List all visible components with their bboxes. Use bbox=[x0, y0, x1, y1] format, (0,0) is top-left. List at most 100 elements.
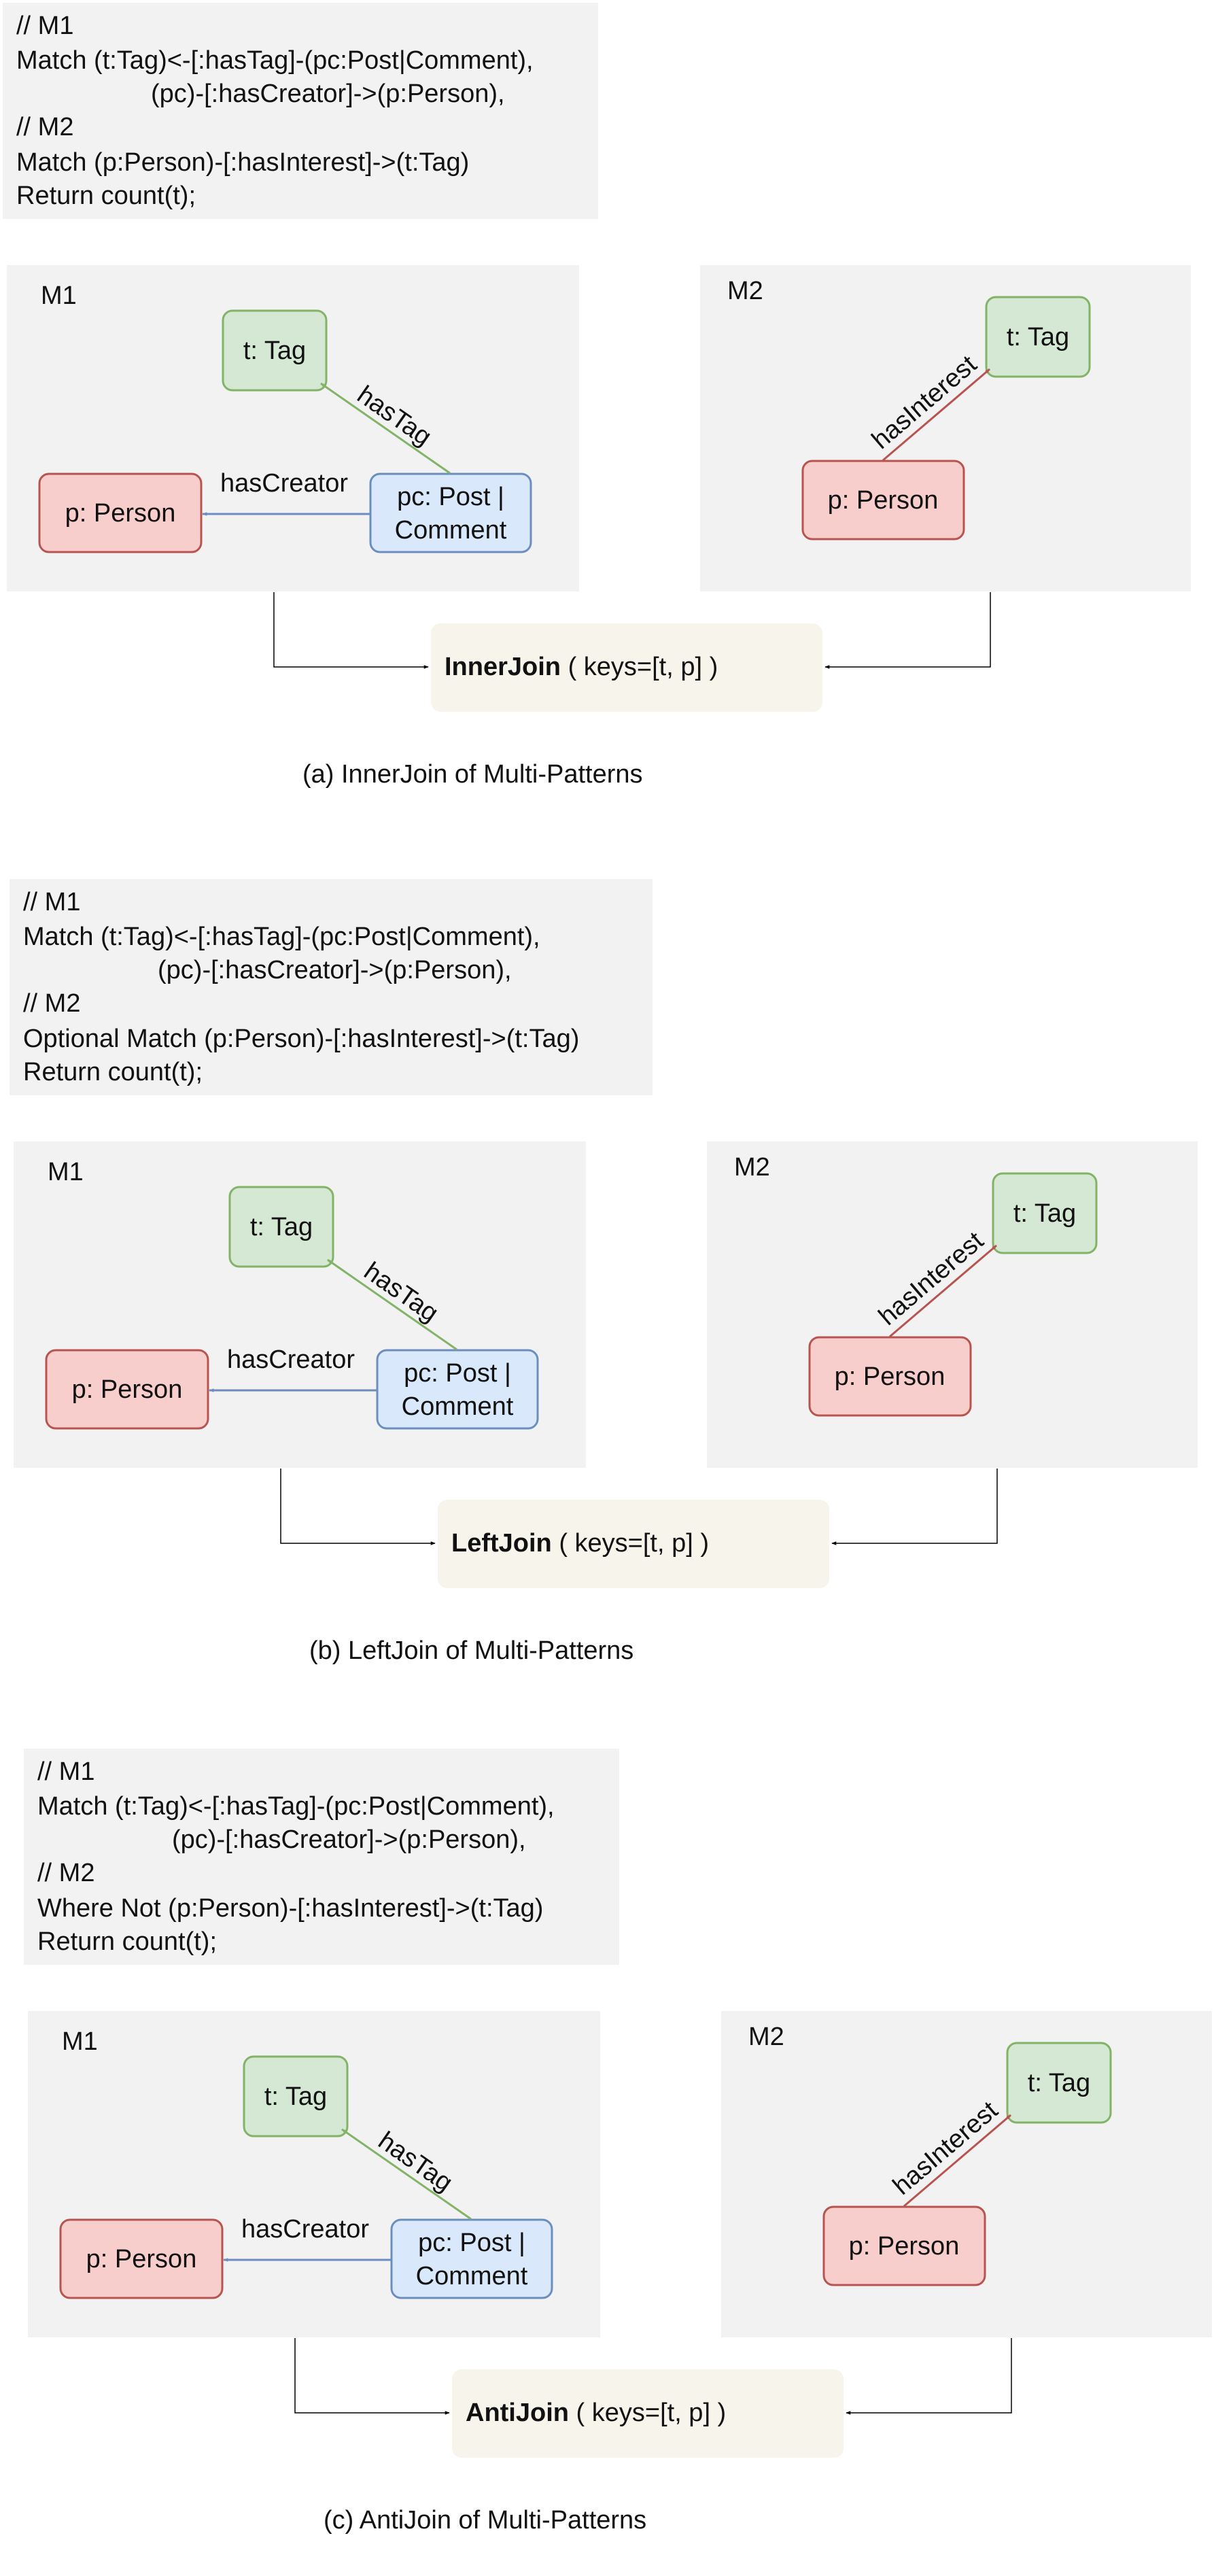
post-comment-node bbox=[376, 1349, 539, 1430]
panel-m2-label: M2 bbox=[727, 277, 763, 305]
code-line: Match (t:Tag)<-[:hasTag]-(pc:Post|Commen… bbox=[16, 46, 534, 75]
has-creator-edge-label: hasCreator bbox=[220, 469, 348, 498]
join-box bbox=[438, 1500, 829, 1588]
panel-m2-label: M2 bbox=[748, 2023, 784, 2051]
tag-node-label: t: Tag bbox=[1013, 1199, 1076, 1228]
panel-m1-label: M1 bbox=[62, 2027, 98, 2056]
has-tag-edge bbox=[327, 1258, 457, 1351]
post-node-label: Comment bbox=[395, 516, 507, 545]
join-operator: AntiJoin ( keys=[t, p] ) bbox=[452, 2369, 844, 2458]
person-node bbox=[808, 1336, 972, 1417]
tag-node bbox=[985, 296, 1091, 378]
code-line: Match (p:Person)-[:hasInterest]->(t:Tag) bbox=[16, 148, 469, 177]
person-node-label: p: Person bbox=[72, 1375, 183, 1404]
code-line: Return count(t); bbox=[16, 182, 196, 210]
code-line: // M1 bbox=[16, 12, 73, 40]
tag-node-label: t: Tag bbox=[1007, 323, 1069, 351]
join-keys: ( keys=[t, p] ) bbox=[569, 2399, 726, 2427]
join-box bbox=[431, 623, 822, 712]
section-caption: (c) AntiJoin of Multi-Patterns bbox=[324, 2506, 646, 2535]
code-line: (pc)-[:hasCreator]->(p:Person), bbox=[158, 956, 512, 984]
person-node bbox=[45, 1349, 209, 1430]
join-label: LeftJoin ( keys=[t, p] ) bbox=[451, 1529, 709, 1558]
post-node-label: Comment bbox=[416, 2262, 528, 2290]
connector-m2-to-join bbox=[824, 592, 991, 669]
tag-node-label: t: Tag bbox=[243, 337, 306, 365]
post-comment-node bbox=[390, 2218, 553, 2299]
tag-node bbox=[992, 1172, 1098, 1254]
code-line: Match (t:Tag)<-[:hasTag]-(pc:Post|Commen… bbox=[23, 923, 540, 951]
has-tag-edge bbox=[320, 382, 451, 475]
code-line: (pc)-[:hasCreator]->(p:Person), bbox=[151, 80, 505, 108]
post-node-label: Comment bbox=[402, 1392, 514, 1421]
code-line: // M2 bbox=[16, 113, 73, 141]
join-keys: ( keys=[t, p] ) bbox=[561, 653, 718, 681]
join-keys: ( keys=[t, p] ) bbox=[552, 1529, 709, 1558]
query-code-block: // M1 Match (t:Tag)<-[:hasTag]-(pc:Post|C… bbox=[24, 1749, 619, 1965]
code-background bbox=[24, 1749, 619, 1965]
code-line: // M2 bbox=[37, 1859, 94, 1887]
has-interest-edge bbox=[889, 1244, 997, 1338]
panel-m2-background bbox=[700, 265, 1191, 591]
panel-m2-label: M2 bbox=[734, 1153, 770, 1182]
join-operator: LeftJoin ( keys=[t, p] ) bbox=[438, 1500, 829, 1588]
has-tag-edge bbox=[341, 2128, 472, 2220]
tag-node bbox=[243, 2055, 349, 2137]
section-0: // M1 Match (t:Tag)<-[:hasTag]-(pc:Post|C… bbox=[3, 3, 1191, 789]
panel-m2-background bbox=[721, 2011, 1212, 2337]
section-2: // M1 Match (t:Tag)<-[:hasTag]-(pc:Post|C… bbox=[24, 1749, 1212, 2535]
connector-m1-to-join bbox=[273, 592, 429, 669]
code-background bbox=[10, 879, 653, 1095]
panel-m1-label: M1 bbox=[41, 281, 77, 310]
person-node-label: p: Person bbox=[65, 499, 176, 528]
post-comment-node bbox=[369, 473, 532, 553]
post-node-label: pc: Post | bbox=[404, 1359, 511, 1388]
tag-node bbox=[222, 309, 328, 392]
code-line: (pc)-[:hasCreator]->(p:Person), bbox=[172, 1825, 526, 1854]
person-node bbox=[59, 2218, 224, 2299]
join-name: InnerJoin bbox=[445, 653, 561, 681]
person-node-label: p: Person bbox=[828, 486, 939, 515]
join-name: LeftJoin bbox=[451, 1529, 552, 1558]
join-label: InnerJoin ( keys=[t, p] ) bbox=[445, 653, 718, 681]
person-node bbox=[801, 460, 965, 540]
person-node bbox=[822, 2205, 986, 2286]
post-node-label: pc: Post | bbox=[418, 2229, 525, 2257]
person-node bbox=[38, 473, 203, 553]
code-line: // M2 bbox=[23, 989, 80, 1018]
connector-m1-to-join bbox=[280, 1469, 436, 1545]
code-background bbox=[3, 3, 598, 219]
query-code-block: // M1 Match (t:Tag)<-[:hasTag]-(pc:Post|C… bbox=[10, 879, 653, 1095]
connector-m1-to-join bbox=[294, 2338, 450, 2415]
join-box bbox=[452, 2369, 844, 2458]
join-operator: InnerJoin ( keys=[t, p] ) bbox=[431, 623, 822, 712]
tag-node-label: t: Tag bbox=[250, 1213, 313, 1241]
person-node-label: p: Person bbox=[849, 2232, 960, 2261]
connector-m2-to-join bbox=[831, 1469, 998, 1545]
has-interest-edge bbox=[903, 2114, 1011, 2208]
code-line: Match (t:Tag)<-[:hasTag]-(pc:Post|Commen… bbox=[37, 1792, 555, 1821]
tag-node bbox=[1006, 2042, 1112, 2124]
code-line: // M1 bbox=[23, 888, 80, 916]
section-caption: (a) InnerJoin of Multi-Patterns bbox=[302, 760, 643, 789]
post-node-label: pc: Post | bbox=[397, 483, 504, 511]
code-line: // M1 bbox=[37, 1757, 94, 1786]
connector-m2-to-join bbox=[846, 2338, 1012, 2415]
panel-m1-label: M1 bbox=[48, 1158, 84, 1186]
has-creator-edge-label: hasCreator bbox=[227, 1345, 355, 1374]
query-code-block: // M1 Match (t:Tag)<-[:hasTag]-(pc:Post|C… bbox=[3, 3, 598, 219]
tag-node-label: t: Tag bbox=[1028, 2069, 1090, 2097]
code-line: Return count(t); bbox=[23, 1058, 203, 1086]
has-creator-edge-label: hasCreator bbox=[241, 2215, 369, 2244]
code-line: Where Not (p:Person)-[:hasInterest]->(t:… bbox=[37, 1894, 543, 1923]
code-line: Return count(t); bbox=[37, 1927, 217, 1956]
person-node-label: p: Person bbox=[835, 1362, 945, 1391]
section-caption: (b) LeftJoin of Multi-Patterns bbox=[309, 1636, 633, 1665]
section-1: // M1 Match (t:Tag)<-[:hasTag]-(pc:Post|C… bbox=[10, 879, 1198, 1665]
